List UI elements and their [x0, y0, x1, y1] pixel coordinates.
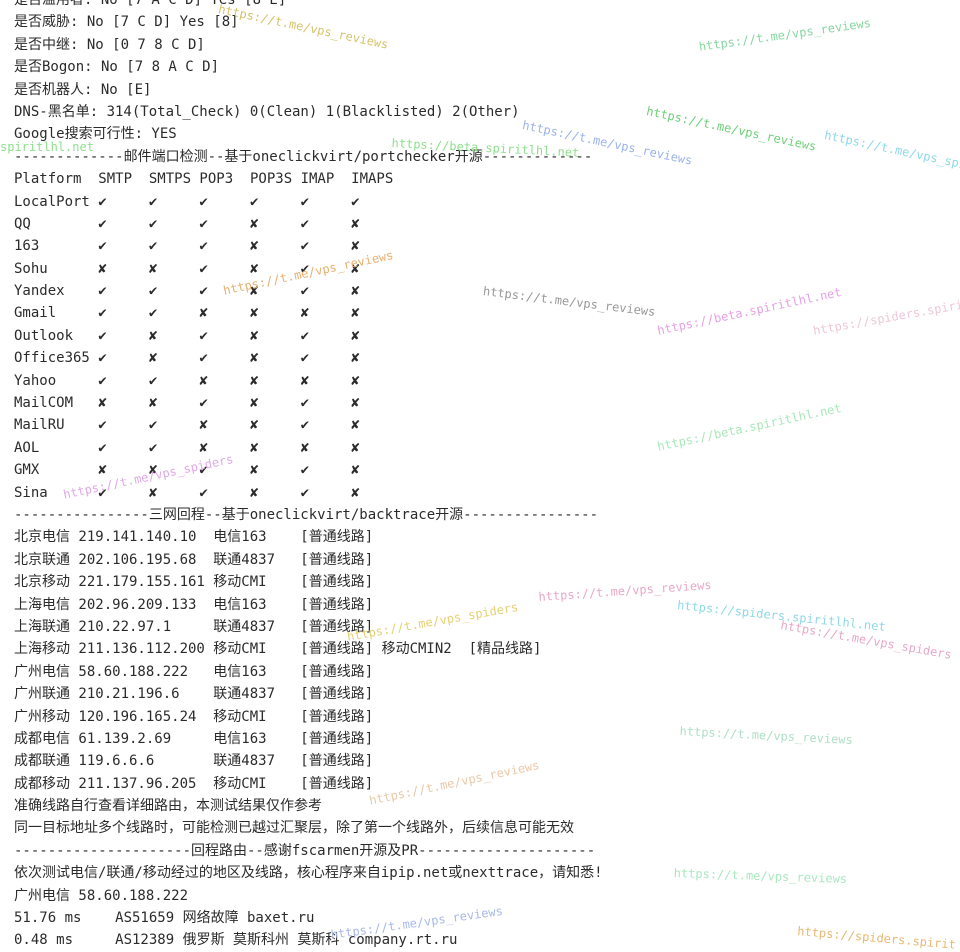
terminal-line: MailCOM ✘ ✘ ✔ ✘ ✔ ✘	[14, 395, 360, 412]
terminal-line: 是否机器人: No [E]	[14, 81, 152, 98]
terminal-line: Yandex ✔ ✔ ✔ ✘ ✔ ✘	[14, 283, 360, 300]
terminal-line: 广州电信 58.60.188.222 电信163 [普通线路]	[14, 663, 374, 680]
terminal-line: Google搜索可行性: YES	[14, 126, 177, 143]
terminal-line: Yahoo ✔ ✔ ✘ ✘ ✘ ✘	[14, 372, 360, 389]
terminal-line: Gmail ✔ ✔ ✘ ✘ ✘ ✘	[14, 305, 360, 322]
terminal-line: 51.76 ms AS51659 网络故障 baxet.ru	[14, 910, 315, 927]
terminal-line: Outlook ✔ ✘ ✔ ✘ ✔ ✘	[14, 327, 360, 344]
terminal-line: ----------------三网回程--基于oneclickvirt/bac…	[14, 506, 599, 523]
terminal-line: Sina ✔ ✘ ✔ ✘ ✔ ✘	[14, 484, 360, 501]
terminal-line: AOL ✔ ✔ ✘ ✘ ✘ ✘	[14, 439, 360, 456]
terminal-line: 北京移动 221.179.155.161 移动CMI [普通线路]	[14, 574, 374, 591]
terminal-line: Platform SMTP SMTPS POP3 POP3S IMAP IMAP…	[14, 171, 394, 188]
terminal-line: 上海移动 211.136.112.200 移动CMI [普通线路] 移动CMIN…	[14, 641, 542, 658]
terminal-line: DNS-黑名单: 314(Total_Check) 0(Clean) 1(Bla…	[14, 103, 520, 120]
terminal-line: 北京联通 202.106.195.68 联通4837 [普通线路]	[14, 551, 374, 568]
terminal-line: MailRU ✔ ✔ ✘ ✘ ✔ ✘	[14, 417, 360, 434]
terminal-line: 是否中继: No [0 7 8 C D]	[14, 36, 205, 53]
terminal-line: 是否滥用者: No [7 A C D] Yes [8 E]	[14, 0, 287, 8]
terminal-line: 广州联通 210.21.196.6 联通4837 [普通线路]	[14, 686, 374, 703]
terminal-line: 上海联通 210.22.97.1 联通4837 [普通线路]	[14, 618, 374, 635]
terminal-line: 163 ✔ ✔ ✔ ✘ ✔ ✘	[14, 238, 360, 255]
terminal-line: QQ ✔ ✔ ✔ ✘ ✔ ✘	[14, 215, 360, 232]
terminal-line: 成都电信 61.139.2.69 电信163 [普通线路]	[14, 730, 374, 747]
terminal-line: 同一目标地址多个线路时，可能检测已越过汇聚层，除了第一个线路外，后续信息可能无效	[14, 820, 574, 837]
terminal-line: 依次测试电信/联通/移动经过的地区及线路，核心程序来自ipip.net或next…	[14, 865, 603, 882]
terminal-line: Office365 ✔ ✘ ✔ ✘ ✔ ✘	[14, 350, 360, 367]
terminal-line: 是否Bogon: No [7 8 A C D]	[14, 59, 220, 76]
terminal-line: GMX ✘ ✘ ✔ ✘ ✔ ✘	[14, 462, 360, 479]
terminal-line: 北京电信 219.141.140.10 电信163 [普通线路]	[14, 529, 374, 546]
terminal-line: 是否威胁: No [7 C D] Yes [8]	[14, 14, 239, 31]
terminal-line: 成都移动 211.137.96.205 移动CMI [普通线路]	[14, 775, 374, 792]
terminal-line: 准确线路自行查看详细路由，本测试结果仅作参考	[14, 798, 322, 815]
terminal-line: -------------邮件端口检测--基于oneclickvirt/port…	[14, 148, 593, 165]
terminal-line: 上海电信 202.96.209.133 电信163 [普通线路]	[14, 596, 374, 613]
terminal-line: 广州电信 58.60.188.222	[14, 887, 189, 904]
terminal-line: 成都联通 119.6.6.6 联通4837 [普通线路]	[14, 753, 374, 770]
terminal-line: LocalPort ✔ ✔ ✔ ✔ ✔ ✔	[14, 193, 360, 210]
terminal-line: Sohu ✘ ✘ ✔ ✘ ✔ ✘	[14, 260, 360, 277]
terminal-line: 广州移动 120.196.165.24 移动CMI [普通线路]	[14, 708, 374, 725]
terminal-line: ---------------------回程路由--感谢fscarmen开源及…	[14, 842, 596, 859]
terminal-output: 是否滥用者: No [7 A C D] Yes [8 E] 是否威胁: No [7…	[14, 0, 954, 952]
